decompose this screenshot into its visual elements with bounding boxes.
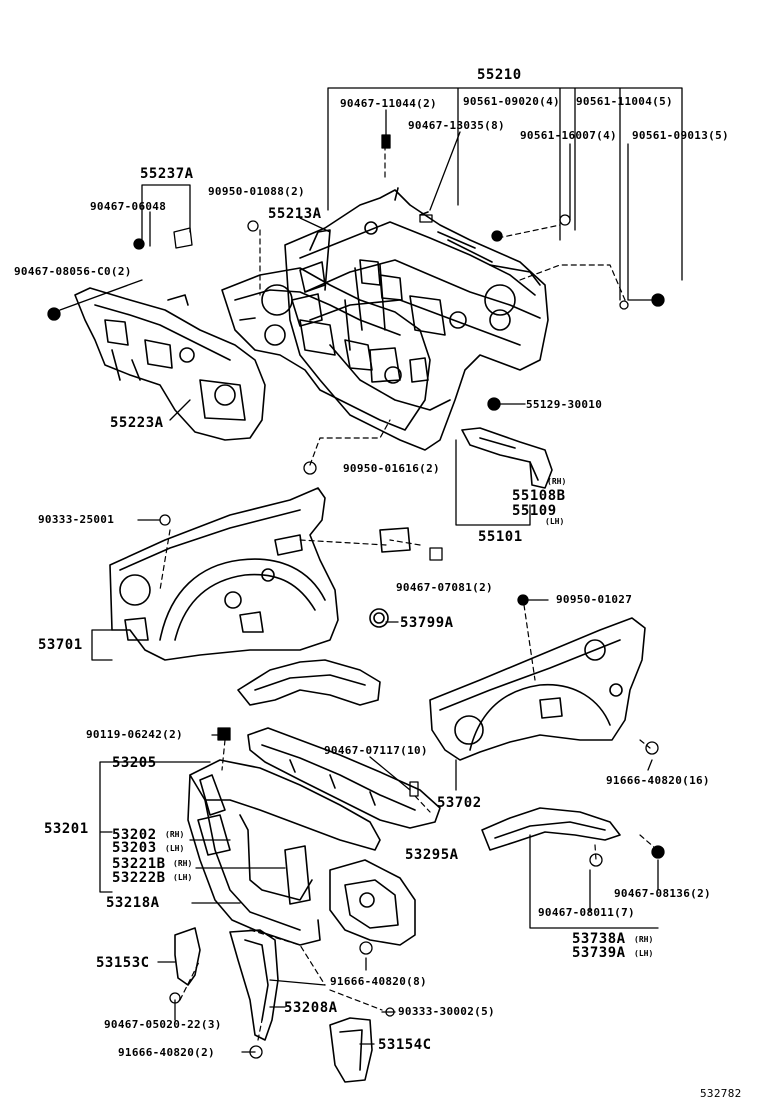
- fasteners: [47, 134, 665, 1059]
- label-55109: 55109: [512, 503, 557, 519]
- label-90119-06242: 90119-06242(2): [86, 728, 183, 741]
- apron-53702: [429, 617, 646, 761]
- label-53153C: 53153C: [96, 955, 150, 971]
- label-53738A: 53738A: [572, 931, 626, 947]
- label-90333-25001: 90333-25001: [38, 513, 115, 526]
- label-rh-55108b: (RH): [547, 477, 567, 486]
- grommet-53799A: [369, 608, 389, 628]
- label-lh-53739a: (LH): [634, 949, 654, 958]
- label-rh-53202: (RH): [165, 830, 185, 839]
- label-90467-13035: 90467-13035(8): [408, 119, 505, 132]
- label-90561-11004: 90561-11004(5): [576, 95, 673, 108]
- label-90950-01616: 90950-01616(2): [343, 462, 440, 475]
- label-lh-53203: (LH): [165, 844, 185, 853]
- label-90561-09013: 90561-09013(5): [632, 129, 729, 142]
- label-55129-30010: 55129-30010: [526, 398, 603, 411]
- label-90467-06048: 90467-06048: [90, 200, 167, 213]
- label-53154C: 53154C: [378, 1037, 432, 1053]
- label-rh-53738a: (RH): [634, 935, 654, 944]
- label-90467-08011: 90467-08011(7): [538, 906, 635, 919]
- label-91666-40820-2: 91666-40820(2): [118, 1046, 215, 1059]
- label-90467-07081: 90467-07081(2): [396, 581, 493, 594]
- label-90950-01088: 90950-01088(2): [208, 185, 305, 198]
- label-53295A: 53295A: [405, 847, 459, 863]
- label-53222B: 53222B: [112, 870, 166, 886]
- label-90950-01027: 90950-01027: [556, 593, 633, 606]
- label-91666-40820-16: 91666-40820(16): [606, 774, 710, 787]
- label-90467-08136: 90467-08136(2): [614, 887, 711, 900]
- label-55237A: 55237A: [140, 166, 194, 182]
- apron-53701: [109, 487, 411, 661]
- label-lh-53222b: (LH): [173, 873, 193, 882]
- label-55223A: 55223A: [110, 415, 164, 431]
- insulator-55223A: [74, 287, 266, 441]
- radiator-support-53201: [187, 759, 416, 946]
- diagram-id: 532782: [700, 1087, 742, 1100]
- label-53739A: 53739A: [572, 945, 626, 961]
- label-91666-40820-8: 91666-40820(8): [330, 975, 427, 988]
- label-53799A: 53799A: [400, 615, 454, 631]
- label-90467-07117: 90467-07117(10): [324, 744, 428, 757]
- label-55108B: 55108B: [512, 488, 566, 504]
- label-55210: 55210: [477, 67, 522, 83]
- label-53201: 53201: [44, 821, 89, 837]
- label-90561-16007: 90561-16007(4): [520, 129, 617, 142]
- label-90467-05020-22: 90467-05020-22(3): [104, 1018, 222, 1031]
- label-55101: 55101: [478, 529, 523, 545]
- label-90333-30002: 90333-30002(5): [398, 1005, 495, 1018]
- label-53203: 53203: [112, 840, 157, 856]
- label-53221B: 53221B: [112, 856, 166, 872]
- label-rh-53221b: (RH): [173, 859, 193, 868]
- label-53702: 53702: [437, 795, 482, 811]
- label-lh-55109: (LH): [545, 517, 565, 526]
- label-53205: 53205: [112, 755, 157, 771]
- lower-brackets: [174, 927, 373, 1083]
- label-55213A: 55213A: [268, 206, 322, 222]
- label-53701: 53701: [38, 637, 83, 653]
- label-90467-11044: 90467-11044(2): [340, 97, 437, 110]
- insulator-55213A: [221, 229, 431, 431]
- label-90467-08056-c0: 90467-08056-C0(2): [14, 265, 132, 278]
- support-53295A: [247, 727, 441, 829]
- bracket-55108B: [461, 427, 553, 489]
- dash-panel-55210: [284, 187, 549, 451]
- insulator-upper: [237, 659, 381, 706]
- seal-53738A: [481, 807, 621, 851]
- label-53218A: 53218A: [106, 895, 160, 911]
- label-53202: 53202: [112, 827, 157, 843]
- label-53208A: 53208A: [284, 1000, 338, 1016]
- label-90561-09020: 90561-09020(4): [463, 95, 560, 108]
